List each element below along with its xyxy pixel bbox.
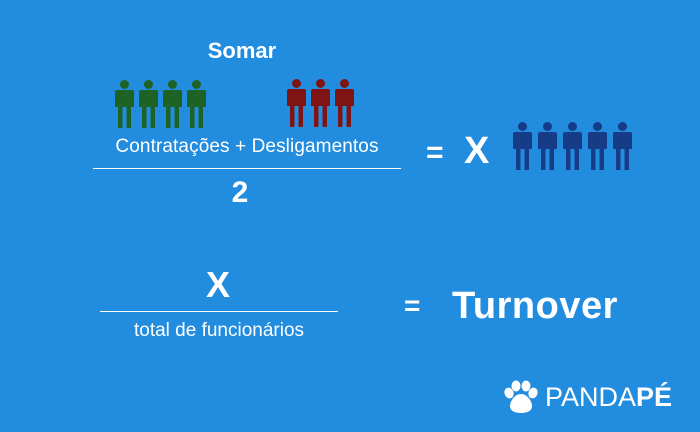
logo-text-pe: PÉ	[636, 381, 673, 412]
person-icon	[139, 80, 158, 128]
person-icon	[588, 122, 607, 170]
formula1-denominator: 2	[231, 176, 249, 209]
person-icon	[115, 80, 134, 128]
formula2-numerator: X	[205, 264, 230, 305]
pandape-logo: PANDAPÉ	[503, 380, 672, 414]
result-people-group	[513, 122, 632, 170]
person-icon	[613, 122, 632, 170]
person-icon	[538, 122, 557, 170]
person-icon	[563, 122, 582, 170]
logo-text-panda: PANDA	[545, 381, 637, 412]
person-icon	[311, 79, 330, 127]
paw-icon	[504, 380, 538, 413]
person-icon	[513, 122, 532, 170]
person-icon	[187, 80, 206, 128]
formula1-fraction-line	[93, 168, 401, 169]
person-icon	[287, 79, 306, 127]
formula2-equals: =	[404, 290, 421, 321]
departures-people-group	[287, 79, 354, 127]
formula1-equals: =	[426, 136, 444, 169]
formula2-denominator: total de funcionários	[133, 320, 305, 341]
formula1-result: X	[464, 130, 490, 172]
person-icon	[335, 79, 354, 127]
formula2-result: Turnover	[452, 285, 618, 327]
person-icon	[163, 80, 182, 128]
formula1-numerator: Contratações + Desligamentos	[115, 136, 379, 157]
hires-people-group	[115, 80, 206, 128]
formula2-fraction-line	[100, 311, 338, 312]
title-somar: Somar	[207, 38, 277, 63]
